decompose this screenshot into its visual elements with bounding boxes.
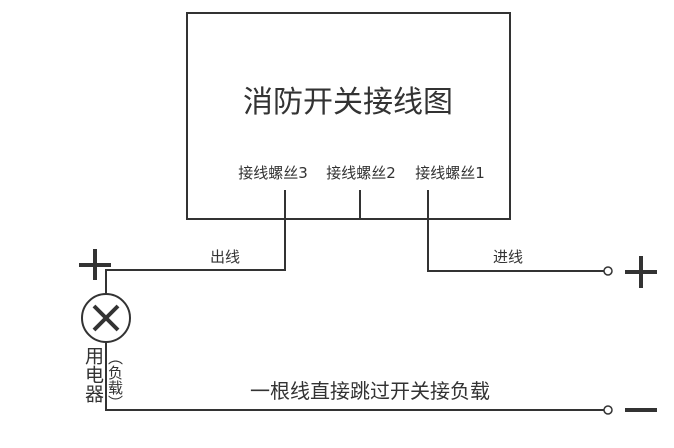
diagram-title: 消防开关接线图 (243, 85, 453, 120)
screw-1-label: 接线螺丝1 (415, 164, 485, 182)
screw-2-label: 接线螺丝2 (326, 164, 396, 182)
screw-3-label: 接线螺丝3 (238, 164, 308, 182)
in-label: 进线 (493, 248, 523, 266)
load-label: 用电器 (82, 346, 104, 403)
lamp-cross-icon (92, 304, 120, 332)
load-note: （负载） (106, 350, 124, 410)
bypass-note: 一根线直接跳过开关接负载 (250, 379, 490, 403)
plus-icon-right (625, 256, 657, 288)
output-wire (105, 190, 286, 294)
bypass-wire (105, 342, 604, 411)
switch-box (186, 12, 511, 220)
negative-terminal (603, 405, 613, 415)
plus-icon-left (79, 249, 111, 280)
input-wire (427, 190, 604, 272)
positive-terminal (603, 266, 613, 276)
out-label: 出线 (210, 248, 240, 266)
